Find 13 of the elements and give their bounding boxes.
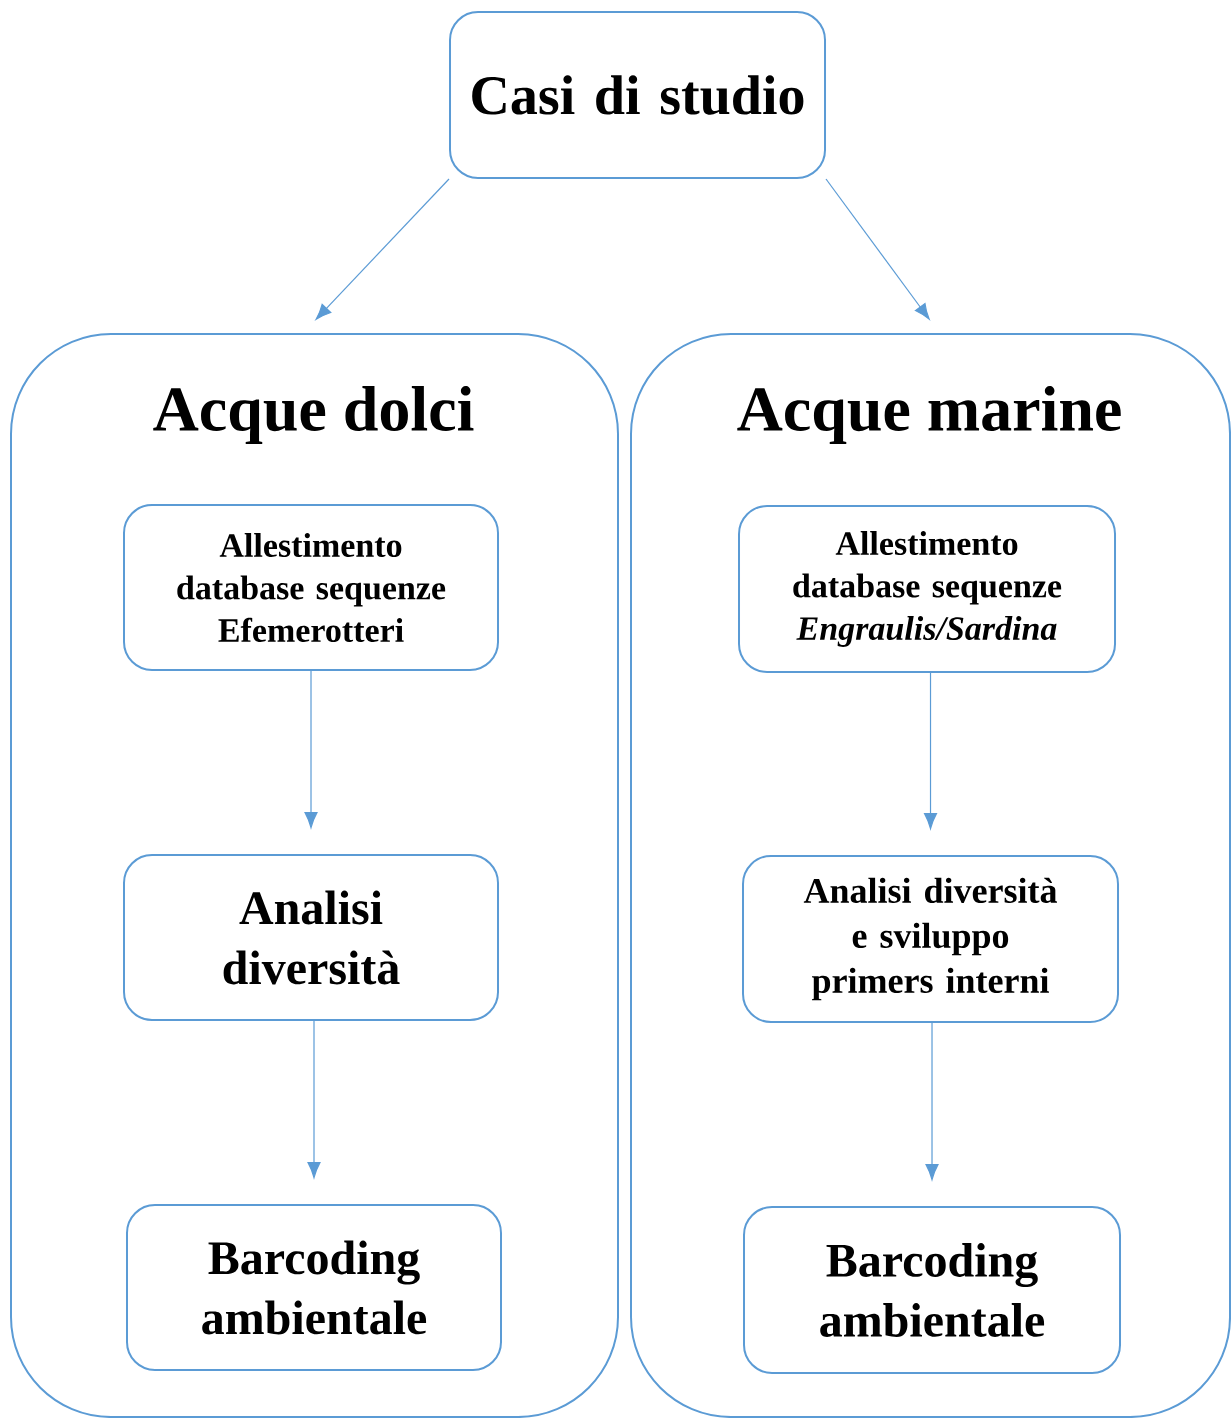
process-box: Allestimento database sequenze Efemerotteri	[123, 504, 499, 671]
process-box: Casi di studio	[449, 11, 826, 179]
process-box: Barcoding ambientale	[743, 1206, 1121, 1374]
process-box: Allestimento database sequenze Engraulis/Sardina	[738, 505, 1116, 673]
arrow	[304, 670, 318, 829]
arrow	[925, 1022, 939, 1181]
arrow	[825, 178, 930, 320]
process-box: Analisi diversità e sviluppo primers interni	[742, 855, 1119, 1023]
arrow	[315, 178, 450, 320]
arrow	[924, 672, 938, 830]
process-box: Analisi diversità	[123, 854, 499, 1021]
arrow	[307, 1020, 321, 1179]
process-box: Barcoding ambientale	[126, 1204, 502, 1371]
